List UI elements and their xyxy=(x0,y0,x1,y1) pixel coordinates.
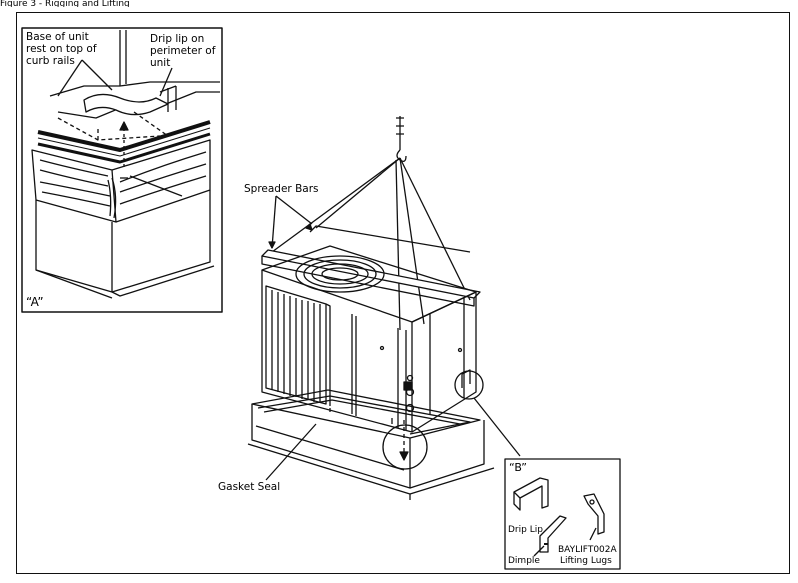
inset-a-base-label-line3: curb rails xyxy=(26,55,75,67)
inset-b-dimple-label: Dimple xyxy=(508,556,540,566)
inset-a-drip-label-line3: unit xyxy=(150,57,171,69)
inset-b-tag: “B” xyxy=(509,461,528,474)
figure-frame xyxy=(16,12,790,574)
inset-a-drip-label-line2: perimeter of xyxy=(150,45,216,57)
roof-curb xyxy=(247,389,495,500)
inset-b-lifting-lugs-label: Lifting Lugs xyxy=(560,556,612,566)
inset-b-detail xyxy=(504,458,621,570)
spreader-bars-label: Spreader Bars xyxy=(244,183,319,195)
inset-a-detail xyxy=(21,27,223,313)
inset-a-base-label-line2: rest on top of xyxy=(26,43,97,55)
main-unit-assembly xyxy=(261,116,521,470)
inset-a-drip-label-line1: Drip lip on xyxy=(150,33,205,45)
inset-a-base-label-line1: Base of unit xyxy=(26,31,89,43)
cropped-figure-title: Figure 3 - Rigging and Lifting xyxy=(0,0,130,7)
gasket-seal-label: Gasket Seal xyxy=(218,481,281,493)
inset-a-tag: “A” xyxy=(26,295,44,309)
callout-leaders xyxy=(265,195,317,481)
inset-b-drip-lip-label: Drip Lip xyxy=(508,525,543,535)
inset-b-lug-part-label: BAYLIFT002A xyxy=(558,545,617,555)
